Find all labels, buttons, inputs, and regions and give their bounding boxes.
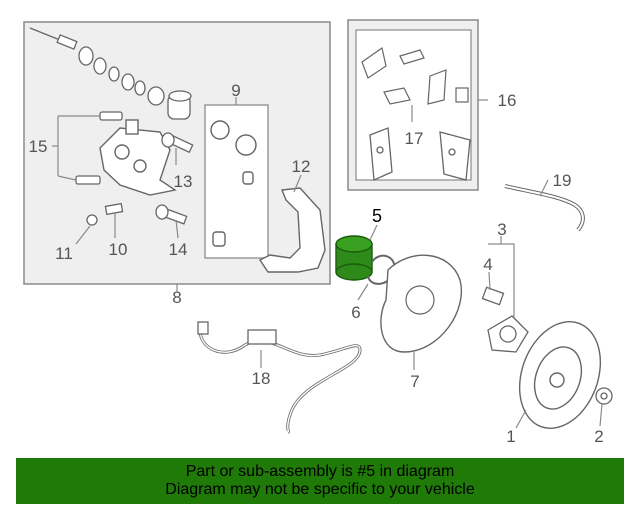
callout-14: 14 bbox=[169, 240, 188, 259]
caliper-bracket bbox=[258, 187, 326, 273]
brake-hose bbox=[504, 184, 585, 232]
bleeder-parts bbox=[86, 202, 124, 226]
callout-17: 17 bbox=[405, 129, 424, 148]
info-banner: Part or sub-assembly is #5 in diagram Di… bbox=[16, 458, 624, 504]
brake-rotor bbox=[518, 321, 602, 429]
callout-8: 8 bbox=[172, 288, 181, 307]
piston-part-5 bbox=[335, 235, 373, 281]
parts-diagram: 8 9 15 13 14 10 11 12 16 17 19 5 6 7 18 … bbox=[23, 19, 613, 446]
piston-seal-parts bbox=[29, 27, 192, 120]
leader-lines bbox=[52, 97, 603, 429]
callout-1: 1 bbox=[506, 427, 515, 446]
callout-9: 9 bbox=[231, 81, 240, 100]
callout-5: 5 bbox=[372, 206, 382, 226]
guide-pins bbox=[155, 132, 194, 225]
banner-line-1: Part or sub-assembly is #5 in diagram bbox=[185, 463, 455, 480]
callout-18: 18 bbox=[252, 369, 271, 388]
callout-10: 10 bbox=[109, 240, 128, 259]
dust-shield bbox=[380, 254, 463, 353]
callout-4: 4 bbox=[483, 255, 492, 274]
callout-15: 15 bbox=[29, 137, 48, 156]
banner-line-2: Diagram may not be specific to your vehi… bbox=[165, 481, 475, 498]
axle-nut bbox=[595, 387, 613, 405]
callout-3: 3 bbox=[497, 220, 506, 239]
callout-6: 6 bbox=[351, 303, 360, 322]
hardware-clips bbox=[361, 46, 469, 105]
callout-12: 12 bbox=[292, 157, 311, 176]
callout-7: 7 bbox=[410, 372, 419, 391]
seal-kit-items bbox=[210, 120, 257, 247]
caliper-assembly-box bbox=[23, 21, 331, 285]
caliper-body bbox=[99, 119, 177, 196]
callout-19: 19 bbox=[553, 171, 572, 190]
callout-11: 11 bbox=[55, 244, 73, 263]
callout-16: 16 bbox=[498, 91, 517, 110]
callout-2: 2 bbox=[594, 427, 603, 446]
callout-13: 13 bbox=[174, 172, 193, 191]
hub-assembly bbox=[481, 286, 529, 353]
brake-pads bbox=[369, 127, 471, 181]
